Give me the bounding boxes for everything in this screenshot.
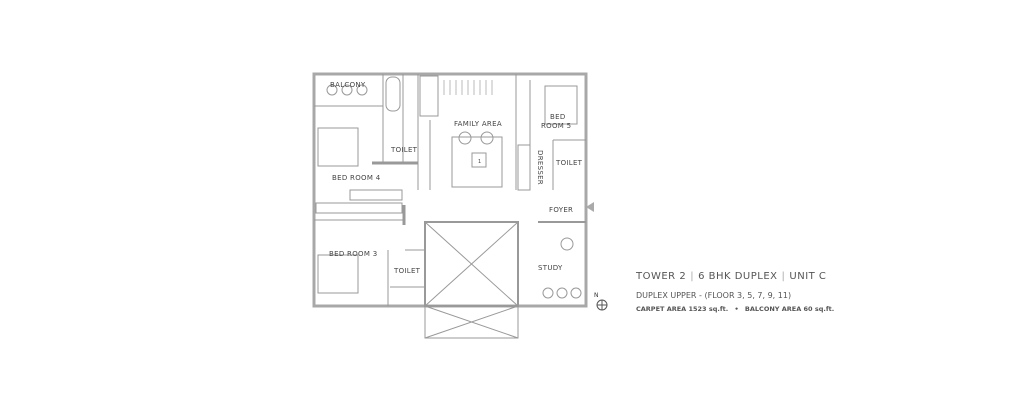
chair (556, 287, 568, 299)
balcony-area: BALCONY AREA 60 sq.ft. (744, 305, 835, 313)
sofa-set (451, 136, 503, 188)
separator: | (781, 271, 786, 282)
room-label-bed-room-5: BED (550, 113, 566, 121)
staircase (419, 75, 439, 117)
coffee-table (471, 152, 487, 168)
room-label-dresser: DRESSER (536, 150, 544, 185)
floors-label: DUPLEX UPPER - (FLOOR 3, 5, 7, 9, 11) (636, 291, 792, 300)
chair (480, 131, 494, 145)
room-label-bed-room-3: BED ROOM 3 (329, 250, 377, 258)
room-label-family-area: FAMILY AREA (454, 120, 502, 128)
chair (570, 287, 582, 299)
chair (356, 84, 368, 96)
room-label-bed-room-5: ROOM 5 (541, 122, 571, 130)
svg-text:N: N (594, 292, 599, 299)
north-compass-icon: N (594, 292, 608, 311)
tower-label: TOWER 2 (636, 271, 687, 282)
room-label-balcony: BALCONY (330, 81, 366, 89)
bed (317, 254, 359, 294)
wardrobe (349, 189, 403, 201)
table-number: 1 (478, 159, 481, 165)
unit-title: TOWER 2|6 BHK DUPLEX|UNIT C (636, 271, 826, 282)
bed (317, 127, 359, 167)
room-label-toilet: TOILET (393, 267, 421, 275)
chair (458, 131, 472, 145)
entry-arrow-icon (586, 202, 594, 212)
wardrobe (315, 202, 403, 214)
area-info: CARPET AREA 1523 sq.ft. • BALCONY AREA 6… (636, 305, 834, 313)
study-chair (560, 237, 574, 251)
bathtub (385, 76, 401, 112)
bed (544, 85, 578, 125)
bullet: • (734, 305, 739, 313)
room-label-toilet: TOILET (390, 146, 418, 154)
room-label-study: STUDY (538, 264, 563, 272)
unit-type: 6 BHK DUPLEX (698, 271, 778, 282)
carpet-area: CARPET AREA 1523 sq.ft. (636, 305, 729, 313)
room-label-foyer: FOYER (549, 206, 573, 214)
separator: | (690, 271, 695, 282)
chair (542, 287, 554, 299)
room-label-bed-room-4: BED ROOM 4 (332, 174, 381, 182)
void-lower (424, 305, 519, 339)
room-label-toilet: TOILET (555, 159, 583, 167)
unit-label: UNIT C (789, 271, 827, 282)
chair (326, 84, 338, 96)
chair (341, 84, 353, 96)
dresser-unit (517, 144, 531, 191)
